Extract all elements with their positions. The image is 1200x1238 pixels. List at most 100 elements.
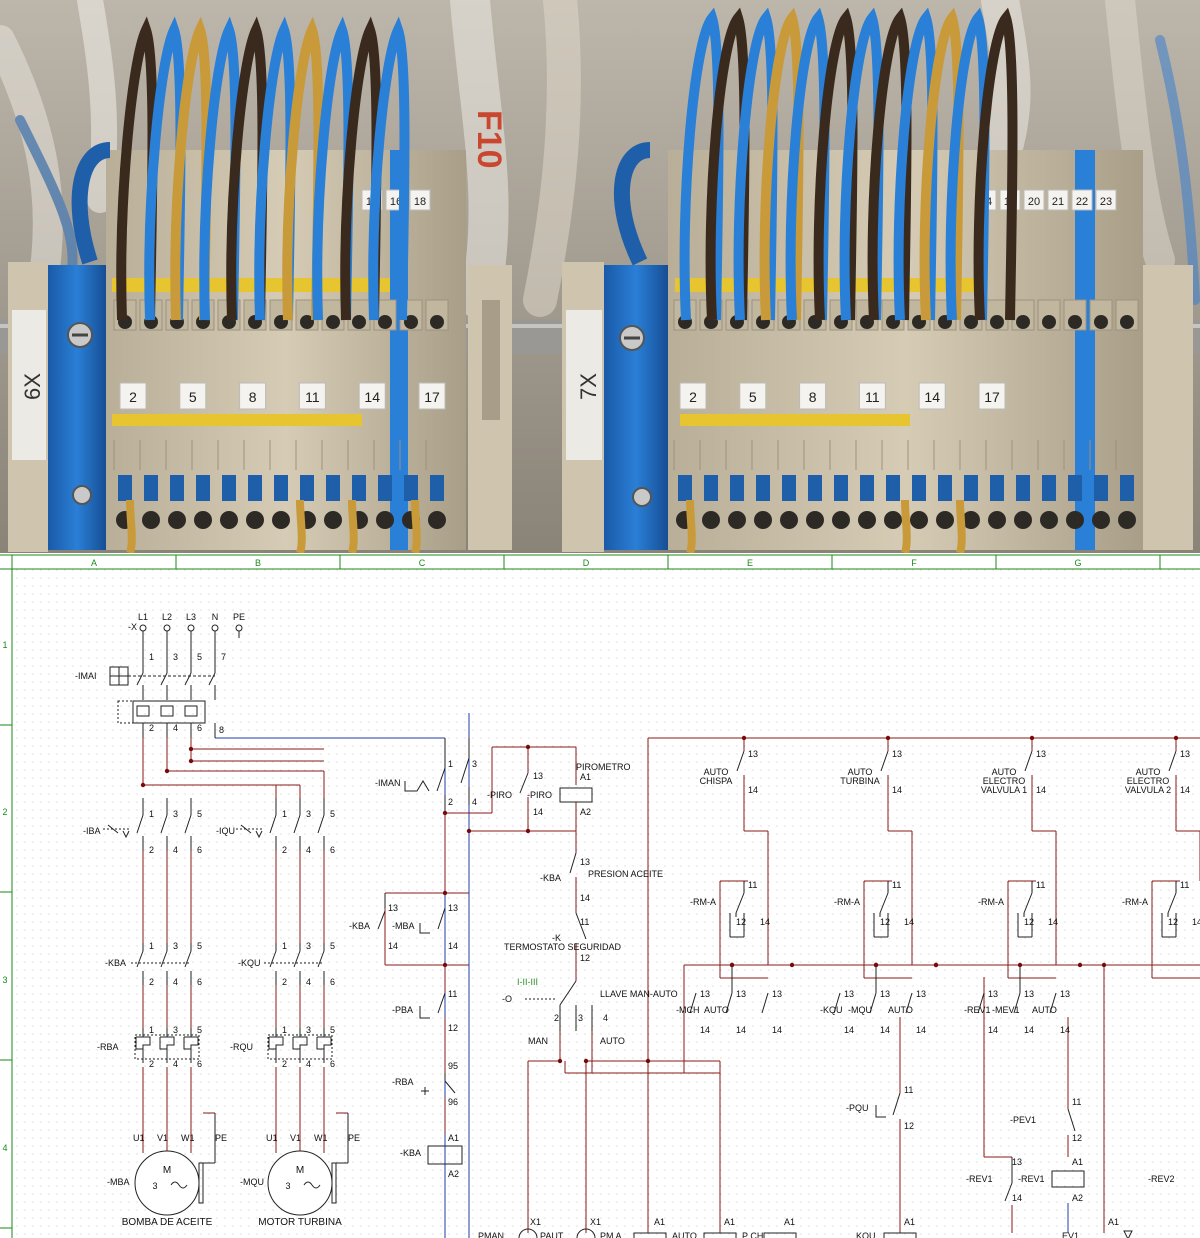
motor-letter: M: [163, 1165, 171, 1176]
terminal-clamp: [886, 475, 900, 501]
terminal-hole: [404, 315, 418, 329]
lamp-label: PMAN: [478, 1231, 504, 1238]
terminal-number-tag: [119, 382, 147, 410]
terminal-num: 11: [1180, 880, 1189, 890]
terminal-num: 11: [892, 880, 901, 890]
terminal-clamp: [404, 475, 418, 501]
terminal-num: 6: [330, 845, 335, 855]
column-label: G: [1074, 558, 1081, 568]
coil-label: P CH: [742, 1231, 763, 1238]
terminal-num: 14: [748, 785, 758, 795]
terminal-number: 11: [305, 389, 320, 405]
relay-box: [267, 1034, 333, 1060]
junction-dot: [140, 782, 146, 788]
terminal-hole: [246, 511, 264, 529]
terminal-hole: [910, 511, 928, 529]
terminal-num: 12: [1024, 917, 1034, 927]
terminal-num: 5: [330, 1025, 335, 1035]
terminal-hole: [884, 511, 902, 529]
terminal-number-tag: [978, 382, 1006, 410]
rm-label: -RM-A: [978, 897, 1004, 907]
block-label-6x: 6X: [20, 373, 45, 400]
wire: [296, 499, 306, 553]
wire: [973, 7, 1018, 321]
iman-label: -IMAN: [375, 778, 401, 788]
terminal-num: 95: [448, 1061, 458, 1071]
iman-actuator: [404, 780, 430, 792]
terminal-hole: [300, 315, 314, 329]
motor-letter: M: [296, 1165, 304, 1176]
coil-box: [703, 1232, 737, 1238]
terminal-number: 8: [809, 389, 817, 405]
terminal-num: V1: [157, 1133, 168, 1143]
wire: [956, 499, 966, 553]
motor-ground: [331, 1162, 337, 1204]
terminal-num: 11: [904, 1085, 913, 1095]
junction-dot: [442, 962, 448, 968]
terminal-num: 3: [578, 1013, 583, 1023]
junction-dot: [729, 962, 735, 968]
terminal-num: A1: [724, 1217, 735, 1227]
terminal-clamp: [964, 475, 978, 501]
terminal-num: A1: [654, 1217, 665, 1227]
terminal-clamp: [1094, 475, 1108, 501]
terminal-hole: [990, 315, 1004, 329]
rm-label: -RM-A: [834, 897, 860, 907]
junction-dot: [583, 1058, 589, 1064]
terminal-num: 6: [197, 977, 202, 987]
column-label: C: [419, 558, 426, 568]
terminal-clamp: [222, 475, 236, 501]
terminal-num: 96: [448, 1097, 458, 1107]
terminal-num: 13: [892, 749, 902, 759]
row-label: 1: [2, 640, 7, 650]
terminal-hole: [326, 315, 340, 329]
terminal-num: 14: [1012, 1193, 1022, 1203]
terminal-num: A1: [784, 1217, 795, 1227]
phase-label: N: [212, 612, 219, 622]
row-label: 3: [2, 975, 7, 985]
coil-box: [633, 1232, 667, 1238]
auto-label: AUTO: [600, 1036, 625, 1046]
junction-dot: [873, 962, 879, 968]
aux-contact-label: -REV1: [964, 1005, 991, 1015]
terminal-num: 11: [748, 880, 757, 890]
terminal-num: 4: [173, 1059, 178, 1069]
thermal-relay-element: [292, 1036, 308, 1050]
terminal-hole: [780, 511, 798, 529]
terminal-num: PE: [348, 1133, 360, 1143]
terminal-hole: [1094, 315, 1108, 329]
phase-label: L3: [186, 612, 196, 622]
rev-label: -REV1: [966, 1174, 993, 1184]
contactor-label: -KBA: [105, 958, 126, 968]
terminal-number-tag: [239, 382, 267, 410]
terminal-number: 5: [189, 389, 197, 405]
junction-dot: [442, 810, 448, 816]
thermal-relay-element: [316, 1036, 332, 1050]
terminal-num: 3: [173, 809, 178, 819]
kba-coil-label: -KBA: [400, 1148, 421, 1158]
terminal-hole: [754, 511, 772, 529]
terminal-num: 13: [748, 749, 758, 759]
motor-symbol: [267, 1150, 333, 1216]
terminal-hole: [806, 511, 824, 529]
terminal-num: 5: [197, 941, 202, 951]
terminal-clamp: [808, 475, 822, 501]
terminal-clamp: [274, 475, 288, 501]
terminal-number: 17: [984, 389, 1000, 405]
rba-actuator: [421, 1087, 429, 1095]
terminal-clamp: [1016, 475, 1030, 501]
terminal-num: 2: [282, 977, 287, 987]
terminal-num: 3: [173, 652, 178, 662]
terminal-num: 14: [580, 893, 590, 903]
terminal-num: 11: [1036, 880, 1045, 890]
terminal-num: 13: [1012, 1157, 1022, 1167]
terminal-num: 2: [149, 723, 154, 733]
top-number-tag: [409, 189, 431, 211]
terminal-num: 1: [282, 1025, 287, 1035]
wire: [893, 7, 938, 321]
wire: [411, 499, 421, 553]
terminal-num: 14: [760, 917, 770, 927]
auto-title: AUTO: [704, 767, 729, 777]
wire: [613, 142, 651, 266]
block-label-7x: 7X: [576, 373, 601, 400]
